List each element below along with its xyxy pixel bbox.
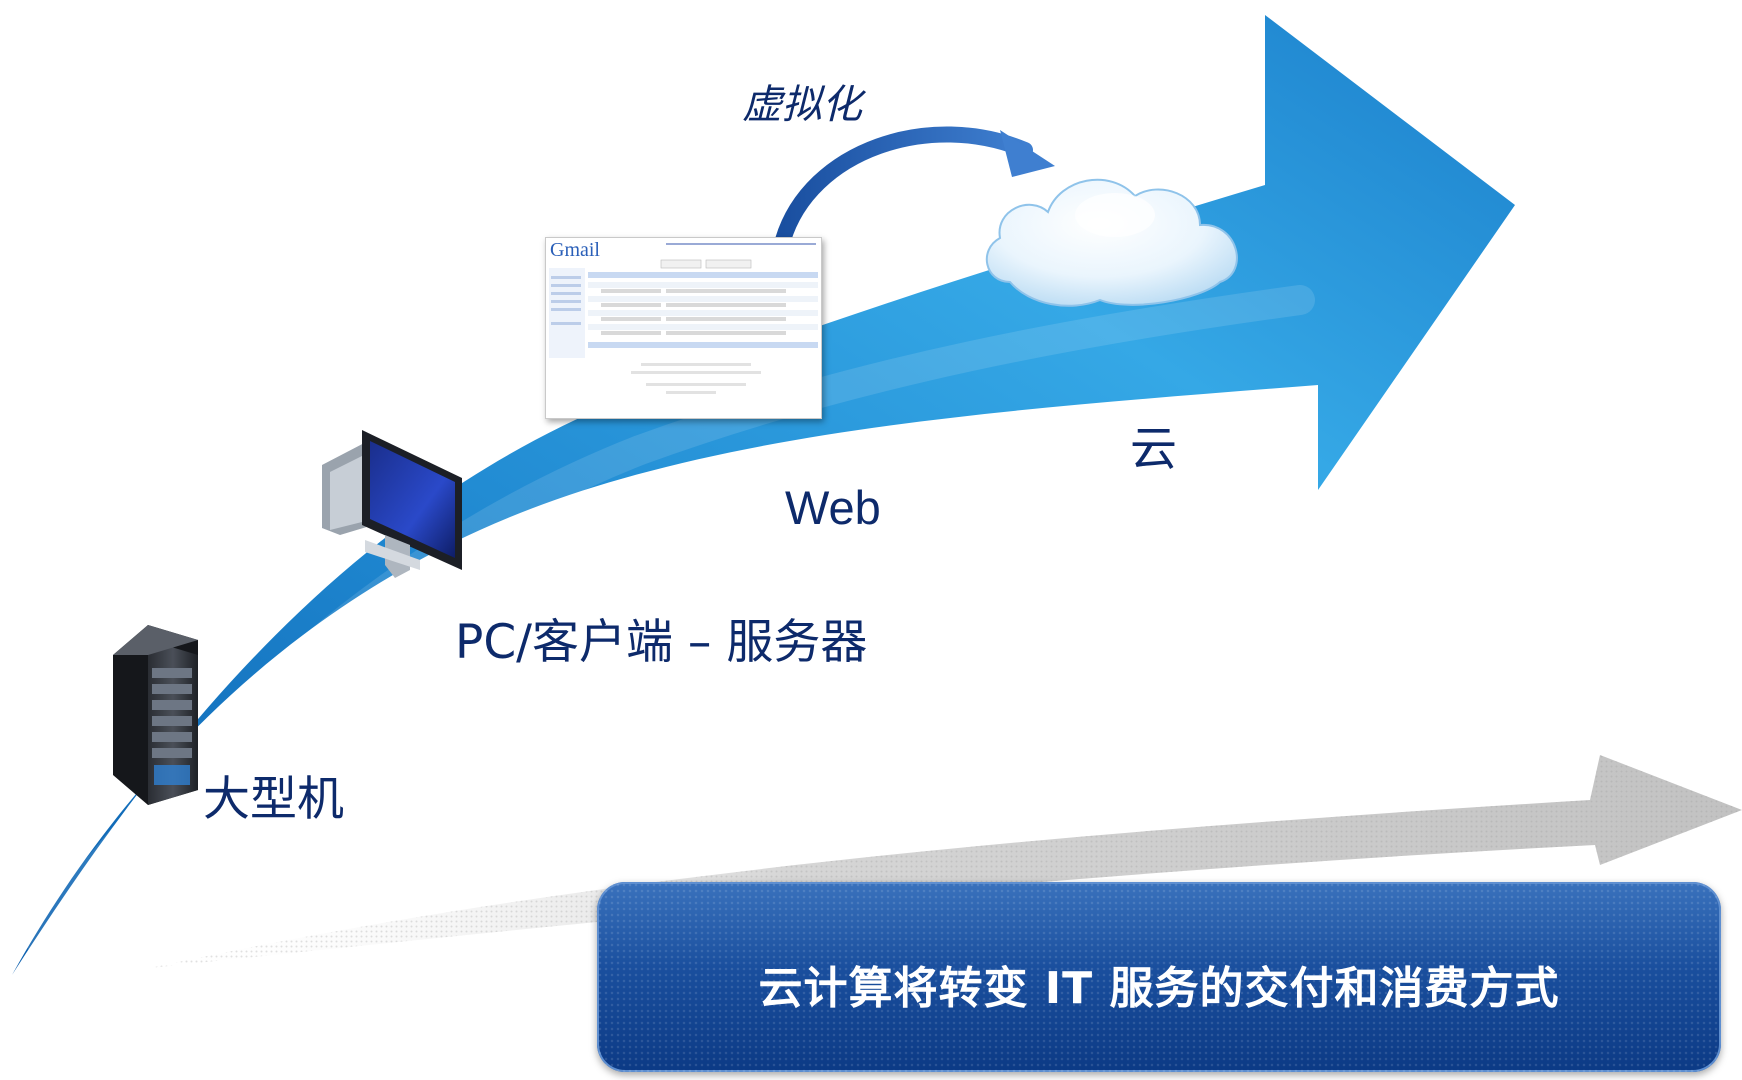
webmail-screenshot: Gmail — [545, 237, 822, 419]
pc-monitor-icon — [322, 430, 462, 578]
cloud-icon — [985, 178, 1238, 307]
curved-arrow-icon — [775, 126, 1055, 248]
gray-background-arrow — [150, 755, 1742, 968]
webmail-logo: Gmail — [550, 239, 600, 261]
stage-label-web: Web — [785, 481, 881, 534]
summary-banner-text: 云计算将转变 IT 服务的交付和消费方式 — [758, 963, 1560, 1014]
summary-banner: 云计算将转变 IT 服务的交付和消费方式 — [597, 882, 1721, 1072]
server-rack-icon — [113, 625, 198, 805]
stage-label-pc-client-server: PC/客户端 – 服务器 — [455, 615, 868, 670]
virtualization-label: 虚拟化 — [742, 82, 862, 128]
stage-label-mainframe: 大型机 — [203, 772, 344, 827]
stage-label-cloud: 云 — [1130, 422, 1177, 477]
